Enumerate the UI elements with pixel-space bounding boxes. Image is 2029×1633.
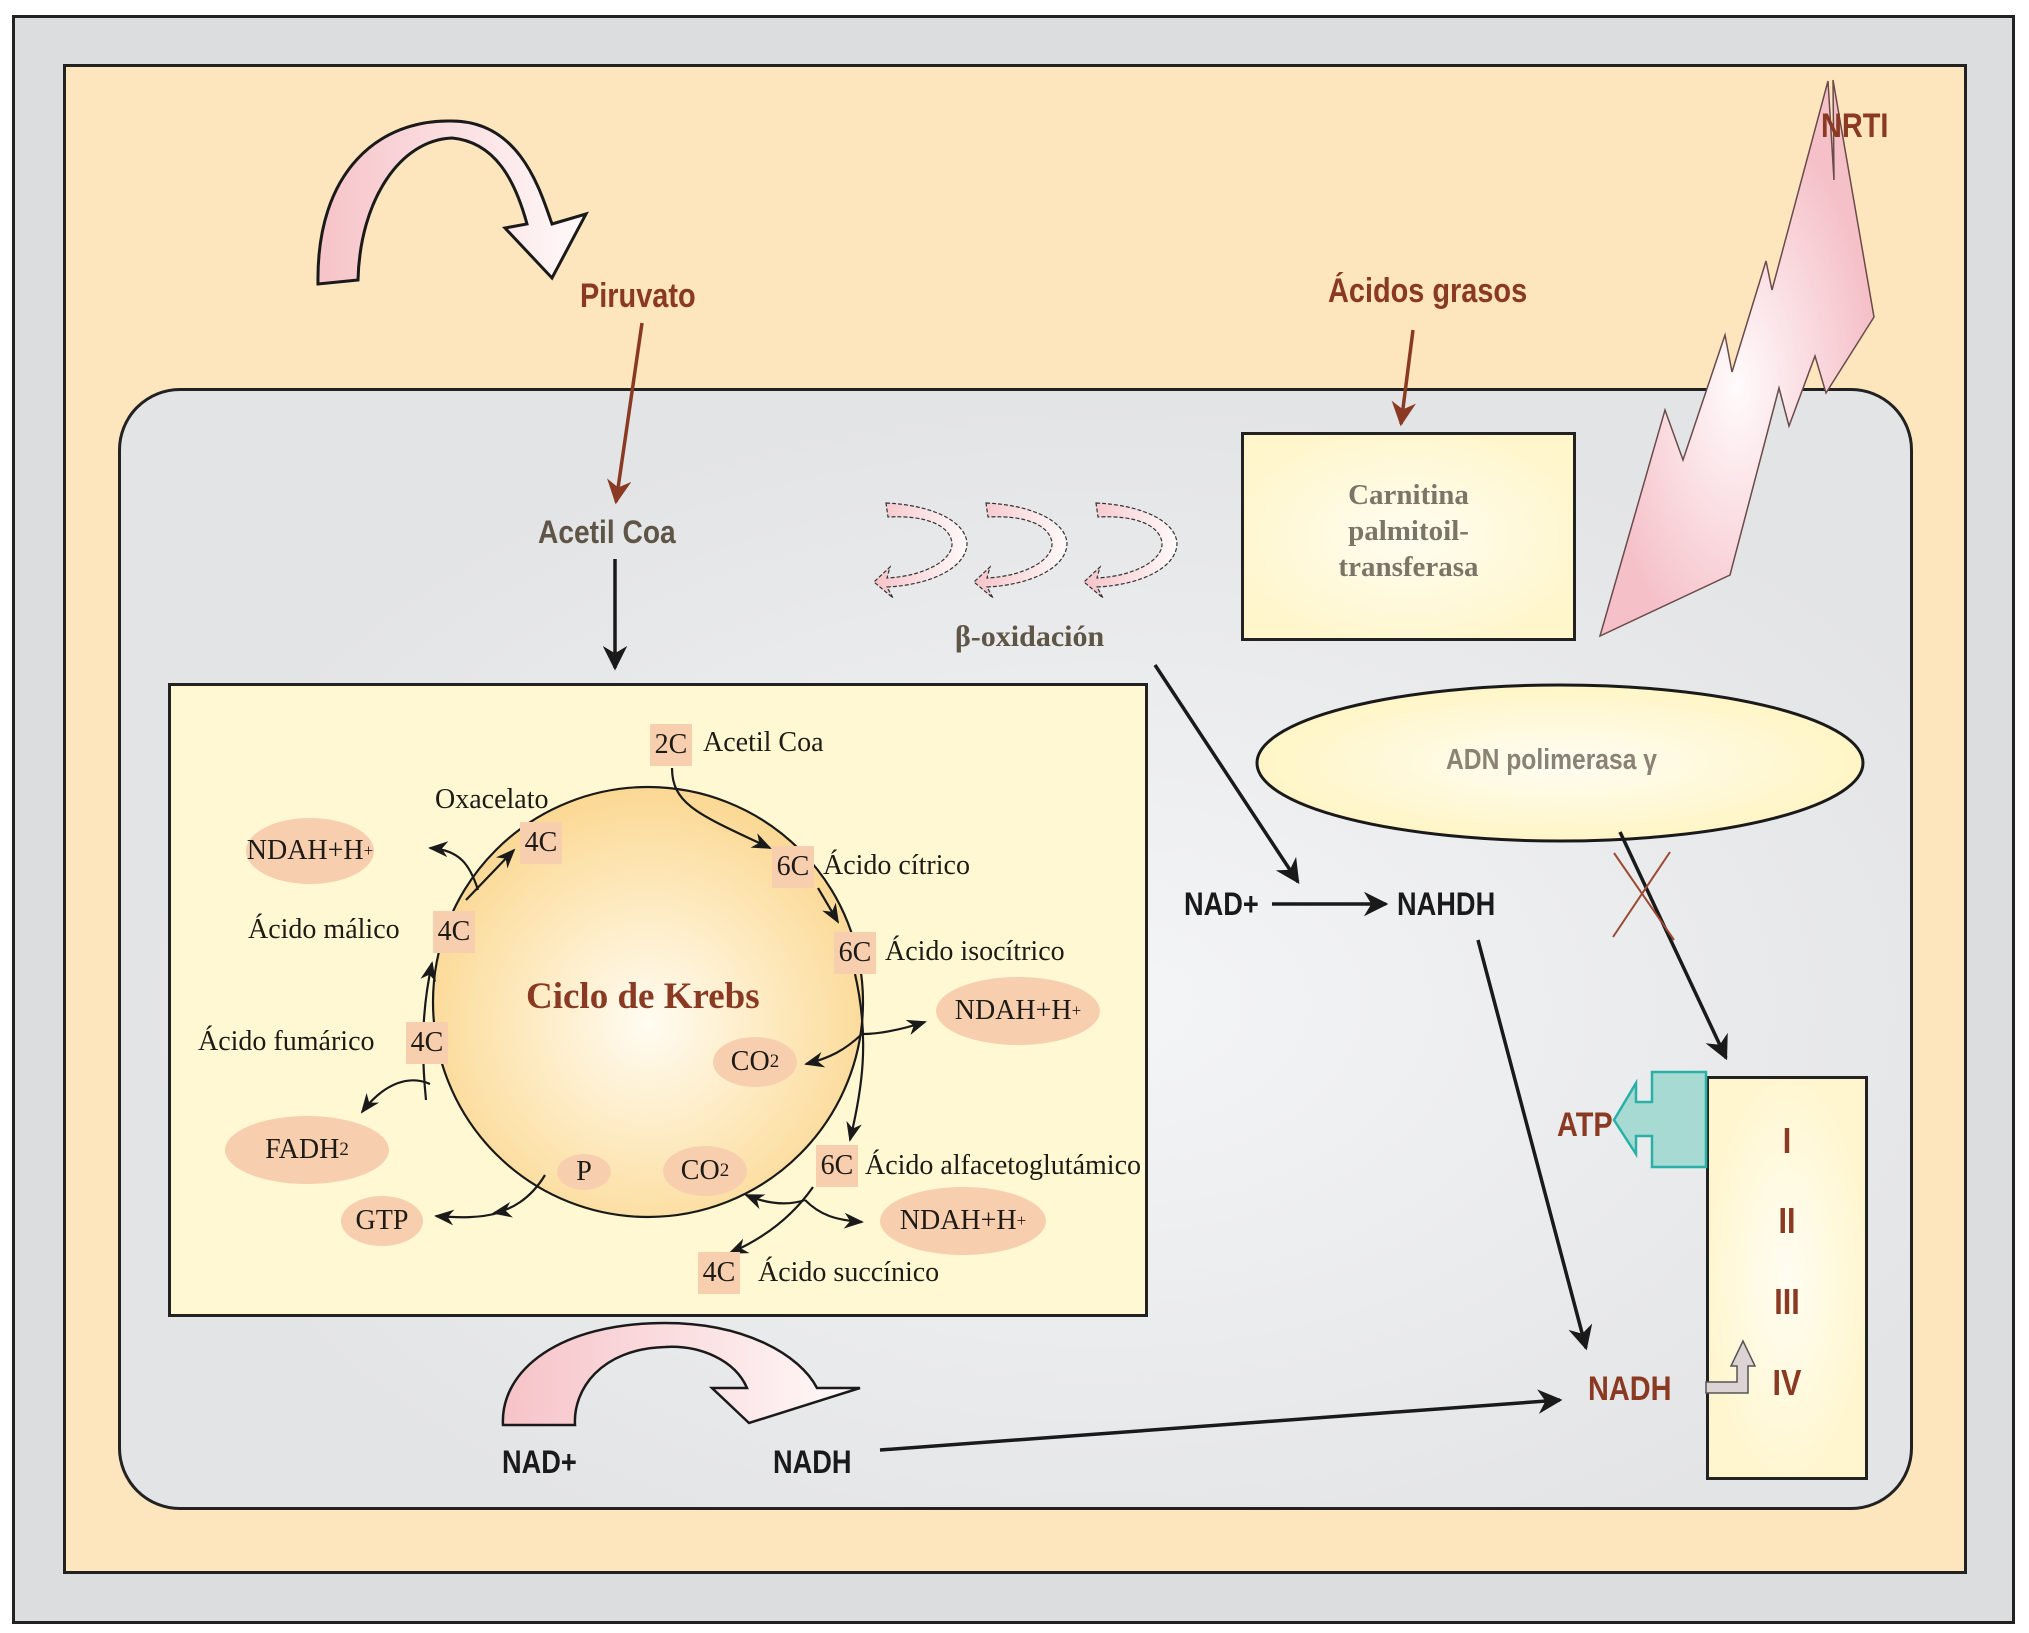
acidos-grasos-label: Ácidos grasos	[1328, 272, 1528, 310]
carbon-box-acido-fumarico: 4C	[406, 1022, 448, 1064]
gtp-text: GTP	[355, 1205, 409, 1236]
fadh-text: FADH	[265, 1134, 340, 1165]
carbon-box-acido-succinico: 4C	[698, 1252, 740, 1294]
nad-nadh-curved-arrow	[501, 1321, 861, 1427]
nad-plus-bottom-label: NAD+	[502, 1444, 577, 1480]
intermediate-oxacelato: Oxacelato	[435, 784, 549, 815]
adn-to-chain-arrow	[1618, 831, 1728, 1061]
malico-to-oxacelato-arrow	[465, 848, 516, 901]
carnitina-palmitoil-transferasa-box: Carnitina palmitoil- transferasa	[1241, 432, 1576, 641]
inhibition-x-icon	[1612, 851, 1675, 941]
beta-oxidation-to-nad-arrow	[1153, 664, 1300, 885]
fadh-sub: 2	[339, 1139, 349, 1160]
nad-plus-right-label: NAD+	[1184, 886, 1259, 922]
acetil-coa-label: Acetil Coa	[538, 514, 676, 550]
carbon-box-acido-alfacetoglutamico: 6C	[816, 1145, 858, 1187]
krebs-cycle-circle	[431, 785, 865, 1219]
intermediate-acido-fumarico: Ácido fumárico	[198, 1026, 375, 1057]
carnitina-label-line1: Carnitina	[1348, 479, 1469, 511]
product-ndah-isocitrico: NDAH+H+	[936, 977, 1100, 1045]
beta-oxidation-arrows	[873, 502, 1178, 599]
p-to-gtp-arrow	[492, 1174, 546, 1218]
nahdh-label: NAHDH	[1397, 886, 1496, 922]
complex-iii-label: III	[1774, 1281, 1800, 1322]
intermediate-acetil-coa: Acetil Coa	[703, 727, 824, 758]
piruvato-label: Piruvato	[580, 277, 696, 315]
complex-iv-label: IV	[1772, 1362, 1802, 1403]
co2-sub: 2	[769, 1051, 780, 1072]
nadh-right-label: NADH	[1588, 1370, 1672, 1408]
product-gtp: GTP	[341, 1196, 423, 1246]
nrti-label: NRTI	[1821, 107, 1889, 145]
co2-sub: 2	[719, 1160, 730, 1181]
nadh-bottom-label: NADH	[773, 1444, 852, 1480]
product-ndah-malico: NDAH+H+	[246, 818, 374, 884]
co2-text: CO	[680, 1155, 720, 1186]
nadh-bottom-to-nadh-right-arrow	[879, 1389, 1563, 1452]
citrico-to-isocitrico-arrow	[817, 887, 840, 924]
complex-i-label: I	[1782, 1120, 1792, 1161]
intermediate-acido-isocitrico: Ácido isocítrico	[885, 936, 1065, 967]
p-text: P	[576, 1156, 592, 1187]
ndah-sup: +	[363, 841, 374, 860]
carbon-box-acido-citrico: 6C	[772, 846, 814, 888]
fumarico-fadh-arrow	[360, 1079, 431, 1114]
co2-text: CO	[730, 1046, 770, 1077]
gtp-arrow	[434, 1209, 499, 1226]
carbon-box-oxacelato: 4C	[520, 822, 562, 864]
adn-polimerasa-label: ADN polimerasa γ	[1446, 744, 1657, 776]
ndah-text: NDAH+H	[954, 995, 1072, 1026]
ndah-sup: +	[1071, 1001, 1082, 1020]
intermediate-acido-citrico: Ácido cítrico	[823, 850, 970, 881]
ndah-text: NDAH+H	[899, 1205, 1017, 1236]
complex-ii-label: II	[1778, 1200, 1796, 1241]
isocitrico-to-alfa-arrow	[846, 973, 865, 1142]
carnitina-label-line2: palmitoil-	[1348, 515, 1469, 547]
atp-label: ATP	[1557, 1106, 1613, 1144]
adn-polimerasa-ellipse	[1255, 683, 1865, 843]
alfa-ndah-arrow	[804, 1199, 864, 1229]
intermediate-acido-alfacetoglutamico: Ácido alfacetoglutámico	[865, 1150, 1141, 1181]
nrti-lightning-bolt	[1598, 79, 1875, 638]
nahdh-to-nadh-arrow	[1476, 939, 1593, 1351]
carnitina-label-line3: transferasa	[1338, 551, 1479, 583]
beta-oxidacion-label: β-oxidación	[955, 620, 1105, 653]
product-p: P	[557, 1154, 611, 1190]
product-ndah-alfacetoglutamico: NDAH+H+	[880, 1187, 1046, 1255]
carbon-box-acido-isocitrico: 6C	[834, 932, 876, 974]
intermediate-acido-malico: Ácido málico	[248, 914, 400, 945]
piruvato-to-acetil-arrow	[607, 322, 644, 505]
nadh-into-chain-arrow	[1705, 1339, 1757, 1394]
alfa-co2-arrow	[744, 1193, 806, 1210]
ndah-sup: +	[1016, 1211, 1027, 1230]
acidos-to-carnitina-arrow	[1391, 329, 1416, 427]
malico-ndah-arrow	[428, 841, 480, 891]
alfa-to-succinico-arrow	[728, 1186, 814, 1255]
glycolysis-curved-arrow	[316, 119, 589, 286]
isocitrico-ndah-arrow	[861, 1019, 927, 1036]
acetil-to-citrico-arrow	[670, 767, 772, 849]
ndah-text: NDAH+H	[246, 835, 364, 866]
carbon-box-acido-malico: 4C	[433, 911, 475, 953]
electron-transport-chain-box	[1706, 1076, 1868, 1480]
krebs-cycle-title: Ciclo de Krebs	[526, 976, 760, 1017]
intermediate-acido-succinico: Ácido succínico	[758, 1257, 940, 1288]
atp-arrow	[1612, 1070, 1708, 1169]
carbon-box-acetil-coa: 2C	[650, 724, 692, 766]
isocitrico-co2-arrow	[804, 1033, 863, 1068]
